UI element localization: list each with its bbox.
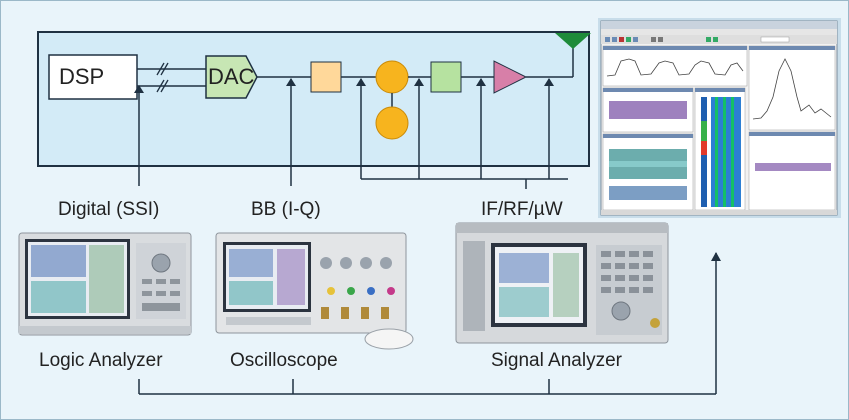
probe-rf-arrow-1 xyxy=(356,78,366,86)
software-titlebar xyxy=(601,21,837,29)
local-oscillator xyxy=(375,106,409,140)
probe-digital-arrowhead xyxy=(134,85,144,93)
software-statusbar xyxy=(601,210,837,215)
if-filter xyxy=(430,61,462,93)
amplifier xyxy=(493,60,528,94)
instrument-label-logic-analyzer: Logic Analyzer xyxy=(39,350,163,371)
probe-rf-arrow-3 xyxy=(476,78,486,86)
dac-block xyxy=(205,55,258,99)
pane-spectrum xyxy=(602,45,748,87)
bus-slash-bottom-2 xyxy=(160,79,169,93)
probe-baseband-arrowhead xyxy=(286,78,296,86)
pane-main-time xyxy=(602,133,694,211)
instrument-label-oscilloscope: Oscilloscope xyxy=(230,350,338,371)
pane-time-domain xyxy=(602,87,694,133)
probe-label-rf: IF/RF/µW xyxy=(481,199,563,220)
software-toolbar xyxy=(601,35,837,44)
mouse-image xyxy=(364,328,414,350)
signal-analyzer-image xyxy=(455,222,669,344)
mixer xyxy=(375,60,409,94)
bus-slash-top-2 xyxy=(160,62,169,76)
instrument-label-signal-analyzer: Signal Analyzer xyxy=(491,350,622,371)
bus-to-software-arrowhead xyxy=(711,252,721,261)
bus-slash-bottom xyxy=(156,79,165,93)
bus-slash-top xyxy=(156,62,165,76)
software-toolbar-buttons xyxy=(605,36,790,43)
pane-error xyxy=(748,131,836,211)
oscilloscope-image xyxy=(215,232,407,334)
logic-analyzer-image xyxy=(18,232,192,336)
pane-ccdf xyxy=(748,45,836,131)
dsp-block xyxy=(48,54,138,100)
probe-label-baseband: BB (I-Q) xyxy=(251,199,321,220)
baseband-filter xyxy=(310,61,342,93)
software-menubar xyxy=(601,29,837,35)
probe-rf-arrow-4 xyxy=(544,78,554,86)
dac-label: DAC xyxy=(208,64,255,89)
probe-label-digital: Digital (SSI) xyxy=(58,199,160,220)
pane-spectrogram xyxy=(694,87,746,211)
dsp-label: DSP xyxy=(59,64,105,89)
antenna-icon xyxy=(555,33,591,49)
probe-rf-arrow-2 xyxy=(414,78,424,86)
